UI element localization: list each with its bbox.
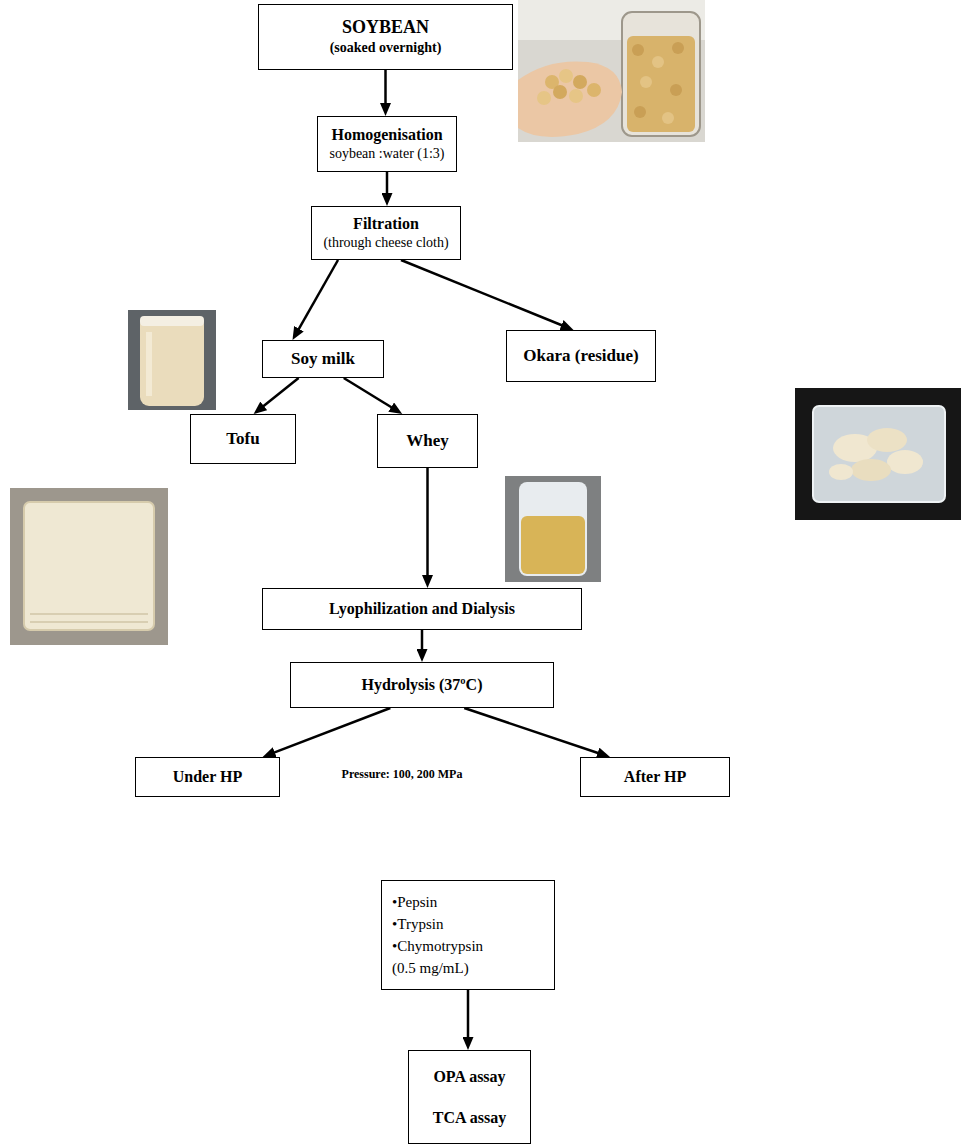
- okara-crumb: [887, 450, 923, 474]
- box-heading: Tofu: [226, 429, 259, 449]
- process-box: Homogenisation soybean :water (1:3): [317, 116, 457, 172]
- okara-crumb: [851, 459, 891, 481]
- box-heading: SOYBEAN: [342, 17, 429, 39]
- tofu-edge: [30, 621, 148, 623]
- box-heading: Soy milk: [291, 349, 355, 369]
- photo-ground: [518, 0, 705, 142]
- tofu-block: [24, 502, 154, 630]
- bean: [587, 83, 601, 97]
- bean: [662, 112, 674, 124]
- flow-arrow: [464, 708, 602, 754]
- box-heading: Hydrolysis (37ºC): [362, 675, 483, 694]
- bean: [670, 84, 682, 96]
- bean: [640, 76, 652, 88]
- box-text: •Trypsin: [392, 915, 443, 933]
- box-text: TCA assay: [433, 1108, 506, 1127]
- process-box: Hydrolysis (37ºC): [290, 662, 554, 708]
- process-box: •Pepsin •Trypsin •Chymotrypsin (0.5 mg/mL): [381, 880, 555, 990]
- box-heading: Under HP: [173, 767, 242, 786]
- flow-arrow: [270, 708, 390, 754]
- bean: [537, 91, 551, 105]
- hand: [518, 61, 622, 137]
- photo-ground: [795, 388, 961, 520]
- okara-crumb: [829, 464, 853, 480]
- soybean-photo: [518, 0, 705, 142]
- box-heading: Okara (residue): [523, 346, 638, 366]
- process-box: Under HP: [135, 757, 280, 797]
- flow-arrow: [384, 70, 387, 108]
- bean: [553, 85, 567, 99]
- flow-arrow: [401, 260, 566, 327]
- process-box: Whey: [377, 414, 478, 468]
- box-text: •Chymotrypsin: [392, 937, 483, 955]
- bag-seal: [140, 316, 204, 326]
- process-box: After HP: [580, 757, 730, 797]
- tray: [813, 406, 945, 502]
- whey-liquid: [521, 516, 585, 574]
- process-box: SOYBEAN(soaked overnight): [258, 4, 513, 70]
- photo-ground: [128, 310, 216, 410]
- box-heading: •Pepsin: [392, 893, 437, 911]
- bean: [632, 44, 644, 56]
- box-text: (through cheese cloth): [323, 235, 448, 252]
- process-box: Filtration (through cheese cloth): [311, 206, 461, 260]
- box-text: (soaked overnight): [330, 40, 442, 57]
- milk-bag: [140, 316, 204, 406]
- flow-arrow: [421, 630, 424, 654]
- box-text: soybean :water (1:3): [329, 146, 444, 163]
- bean: [672, 42, 684, 54]
- process-box: Soy milk: [262, 340, 384, 378]
- box-text: (0.5 mg/mL): [392, 959, 469, 977]
- flow-arrow: [386, 172, 389, 198]
- tofu-photo: [10, 488, 168, 645]
- flow-arrow: [426, 468, 429, 580]
- soy-milk-photo: [128, 310, 216, 410]
- box-heading: Filtration: [353, 214, 419, 233]
- photo-ground: [10, 488, 168, 645]
- process-box: OPA assayTCA assay: [408, 1050, 531, 1144]
- pressure-label: Pressure: 100, 200 MPa: [300, 767, 504, 782]
- whey-bag: [519, 482, 587, 576]
- tofu-edge: [30, 613, 148, 615]
- flow-arrow: [296, 260, 338, 333]
- bean: [634, 106, 646, 118]
- process-box: Okara (residue): [506, 330, 656, 382]
- bean: [569, 89, 583, 103]
- bag-sheen: [146, 332, 152, 396]
- flow-arrow: [344, 378, 396, 410]
- whey-photo: [505, 476, 601, 582]
- process-box: Lyophilization and Dialysis: [262, 588, 582, 630]
- photo-ground: [505, 476, 601, 582]
- okara-crumb: [867, 428, 907, 452]
- box-heading: Whey: [406, 431, 449, 451]
- box-heading: Lyophilization and Dialysis: [329, 599, 515, 618]
- flow-arrow: [467, 990, 470, 1042]
- box-heading: OPA assay: [433, 1067, 505, 1086]
- okara-photo: [795, 388, 961, 520]
- process-box: Tofu: [190, 414, 296, 464]
- bean: [573, 75, 587, 89]
- box-heading: After HP: [624, 767, 686, 786]
- bean: [559, 69, 573, 83]
- bean: [652, 56, 664, 68]
- flow-arrow: [260, 378, 299, 409]
- box-heading: Homogenisation: [331, 125, 442, 144]
- jar: [622, 12, 700, 136]
- jar-beans: [627, 36, 695, 132]
